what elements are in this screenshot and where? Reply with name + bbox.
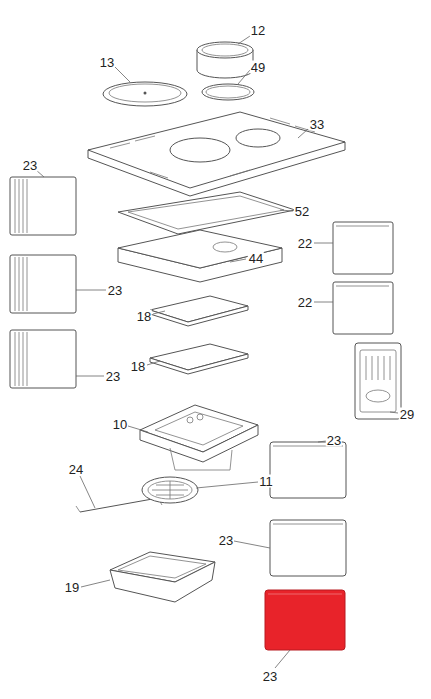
front-brick	[270, 520, 346, 576]
side-brick	[10, 177, 76, 235]
callout-number: 18	[130, 360, 146, 373]
baffle-brick	[150, 344, 248, 374]
callout-number: 22	[297, 296, 313, 309]
ash-pan	[110, 552, 215, 602]
callout-number: 12	[250, 24, 266, 37]
back-grate	[355, 343, 401, 419]
callout-number: 44	[248, 252, 264, 265]
grate-frame	[140, 405, 258, 470]
front-brick	[270, 442, 346, 498]
callout-number: 22	[297, 237, 313, 250]
callout-number: 33	[309, 118, 325, 131]
callout-number: 19	[64, 581, 80, 594]
rod	[76, 498, 162, 512]
callout-number: 24	[68, 463, 84, 476]
seal-ring	[202, 84, 254, 100]
baffle-brick	[150, 296, 248, 326]
side-brick	[10, 255, 76, 313]
front-brick-highlighted	[265, 590, 345, 650]
back-brick	[333, 282, 393, 334]
callout-number: 23	[218, 534, 234, 547]
back-brick	[333, 222, 393, 274]
gasket	[118, 192, 295, 234]
callout-number: 23	[107, 284, 123, 297]
flue-collar	[197, 42, 253, 78]
callout-number: 11	[258, 475, 274, 488]
baffle-plate	[118, 230, 282, 282]
callout-number: 29	[399, 408, 415, 421]
cover-plate	[103, 82, 187, 106]
callout-number: 23	[22, 159, 38, 172]
callout-number: 18	[136, 310, 152, 323]
callout-number: 23	[105, 370, 121, 383]
top-plate	[88, 112, 345, 196]
callout-number: 52	[294, 205, 310, 218]
side-brick	[10, 330, 76, 388]
leader-lines	[36, 36, 398, 668]
callout-number: 10	[112, 418, 128, 431]
callout-number: 23	[262, 670, 278, 683]
callout-number: 23	[326, 434, 342, 447]
grate-ring	[142, 477, 198, 503]
callout-number: 49	[250, 61, 266, 74]
callout-number: 13	[99, 56, 115, 69]
